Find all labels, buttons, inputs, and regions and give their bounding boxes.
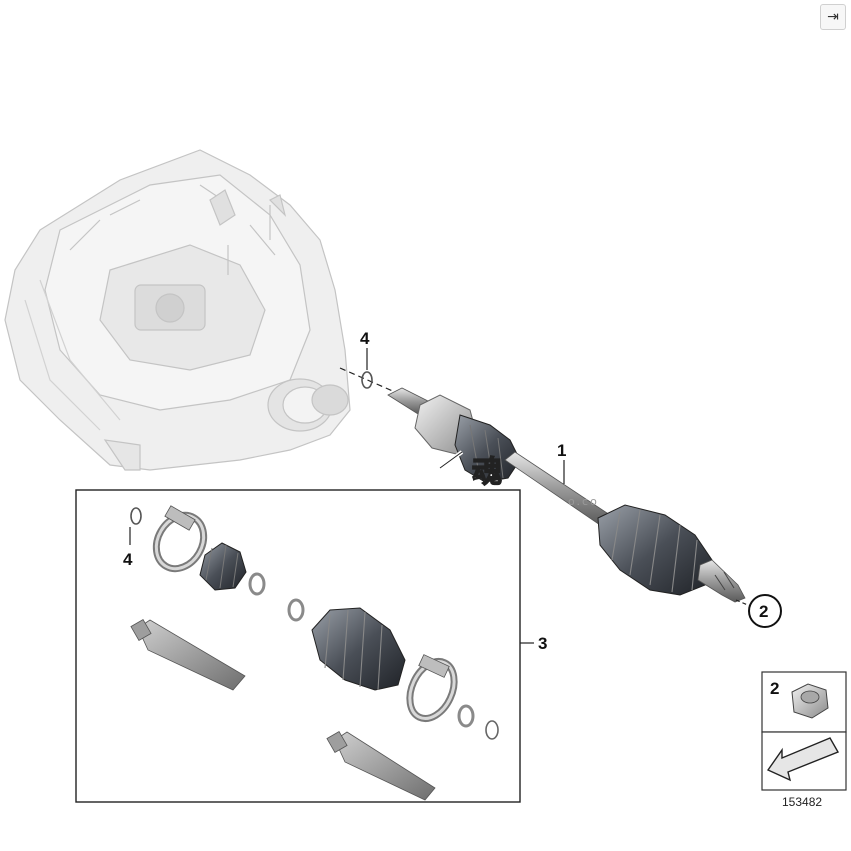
callout-1: 1 bbox=[557, 441, 566, 460]
callout-3: 3 bbox=[538, 634, 547, 653]
circlip-kit-2 bbox=[485, 720, 499, 740]
alignment-line bbox=[339, 367, 396, 393]
driveshaft-assembly bbox=[387, 387, 746, 603]
hose-clamp-small bbox=[152, 505, 208, 573]
circlip-main bbox=[361, 371, 373, 389]
svg-text:o.co: o.co bbox=[568, 495, 599, 508]
callout-2: 2 bbox=[759, 602, 768, 621]
grease-tube-2 bbox=[334, 731, 436, 801]
collapse-panel-button[interactable]: ⇥ bbox=[820, 4, 846, 30]
legend-callout-2: 2 bbox=[770, 679, 779, 698]
ring-small-3 bbox=[457, 704, 475, 728]
diagram-number: 153482 bbox=[782, 795, 822, 809]
hose-clamp-large bbox=[406, 654, 458, 722]
ring-small-2 bbox=[287, 598, 305, 622]
outer-boot-large bbox=[311, 607, 406, 691]
legend-arrow-box bbox=[761, 731, 847, 791]
gearbox-illustration bbox=[4, 149, 351, 471]
callout-leader-2 bbox=[735, 599, 751, 607]
circlip-kit bbox=[130, 507, 142, 525]
collapse-icon: ⇥ bbox=[827, 9, 839, 25]
callout-4-kit: 4 bbox=[123, 550, 133, 569]
direction-arrow-icon bbox=[766, 737, 840, 782]
legend-nut-box: 2 bbox=[761, 671, 847, 733]
callout-4-main: 4 bbox=[360, 329, 370, 348]
watermark: 魂 o.co bbox=[438, 450, 599, 508]
repair-kit-box bbox=[75, 489, 521, 803]
grease-tube-1 bbox=[137, 619, 246, 691]
ring-small-1 bbox=[248, 572, 266, 596]
svg-text:魂: 魂 bbox=[472, 455, 502, 490]
callout-circle-2 bbox=[748, 594, 782, 628]
